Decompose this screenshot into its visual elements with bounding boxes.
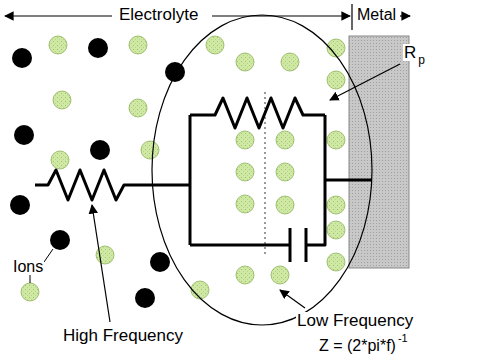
low-frequency-arrow xyxy=(280,290,305,308)
ion xyxy=(276,196,294,214)
ion xyxy=(21,283,39,301)
ions-leader xyxy=(30,275,31,283)
component-label: R xyxy=(403,44,417,61)
ion xyxy=(141,141,159,159)
ion xyxy=(236,266,254,284)
capacitor-plate xyxy=(289,228,292,262)
electrolyte-span-arrow xyxy=(5,15,112,16)
formula-superscript: -1 xyxy=(397,333,409,344)
ion xyxy=(51,151,69,169)
double-layer-region xyxy=(152,15,372,325)
ion xyxy=(236,131,254,149)
ion xyxy=(53,91,71,109)
formula-label: Z = (2*pi*f) xyxy=(318,338,397,354)
ion xyxy=(271,266,289,284)
ion xyxy=(236,53,254,71)
ion xyxy=(90,140,110,160)
ion xyxy=(327,196,345,214)
ion xyxy=(327,221,345,239)
wire xyxy=(325,179,372,182)
part-label: Ions xyxy=(12,259,44,275)
ion xyxy=(10,195,30,215)
ion xyxy=(165,62,185,82)
black-ions xyxy=(10,38,185,308)
ions-leader xyxy=(44,249,53,262)
region-label: Electrolyte xyxy=(118,6,199,23)
ion xyxy=(281,53,299,71)
region-label: Low Frequency xyxy=(296,312,414,329)
ion xyxy=(14,125,34,145)
metal-electrode xyxy=(349,36,409,268)
ion xyxy=(191,281,209,299)
equivalent-circuit xyxy=(35,98,372,262)
ion xyxy=(276,131,294,149)
electrolyte-span-arrow xyxy=(212,15,350,16)
ion xyxy=(236,163,254,181)
ion xyxy=(12,48,32,68)
ion xyxy=(88,38,108,58)
region-label: Metal xyxy=(356,7,397,23)
wire xyxy=(189,115,192,245)
high-frequency-arrow xyxy=(92,205,110,322)
solution-resistor-symbol xyxy=(35,170,190,200)
green-ions xyxy=(21,36,345,301)
ion xyxy=(236,195,254,213)
polarization-resistor-symbol xyxy=(190,98,325,128)
ion xyxy=(206,36,224,54)
ion xyxy=(327,131,345,149)
ion xyxy=(50,230,70,250)
wire xyxy=(190,244,290,247)
component-subscript: p xyxy=(417,54,426,66)
wire xyxy=(306,115,325,245)
ion xyxy=(150,252,170,272)
ion xyxy=(276,163,294,181)
ion xyxy=(327,253,345,271)
metal-span-arrow xyxy=(400,15,410,16)
region-label: High Frequency xyxy=(62,327,184,344)
ion xyxy=(129,36,147,54)
ion xyxy=(49,36,67,54)
ion xyxy=(327,71,345,89)
ion xyxy=(135,288,155,308)
rp-leader xyxy=(330,64,400,100)
boundary-tick xyxy=(351,4,352,30)
ion xyxy=(129,99,147,117)
